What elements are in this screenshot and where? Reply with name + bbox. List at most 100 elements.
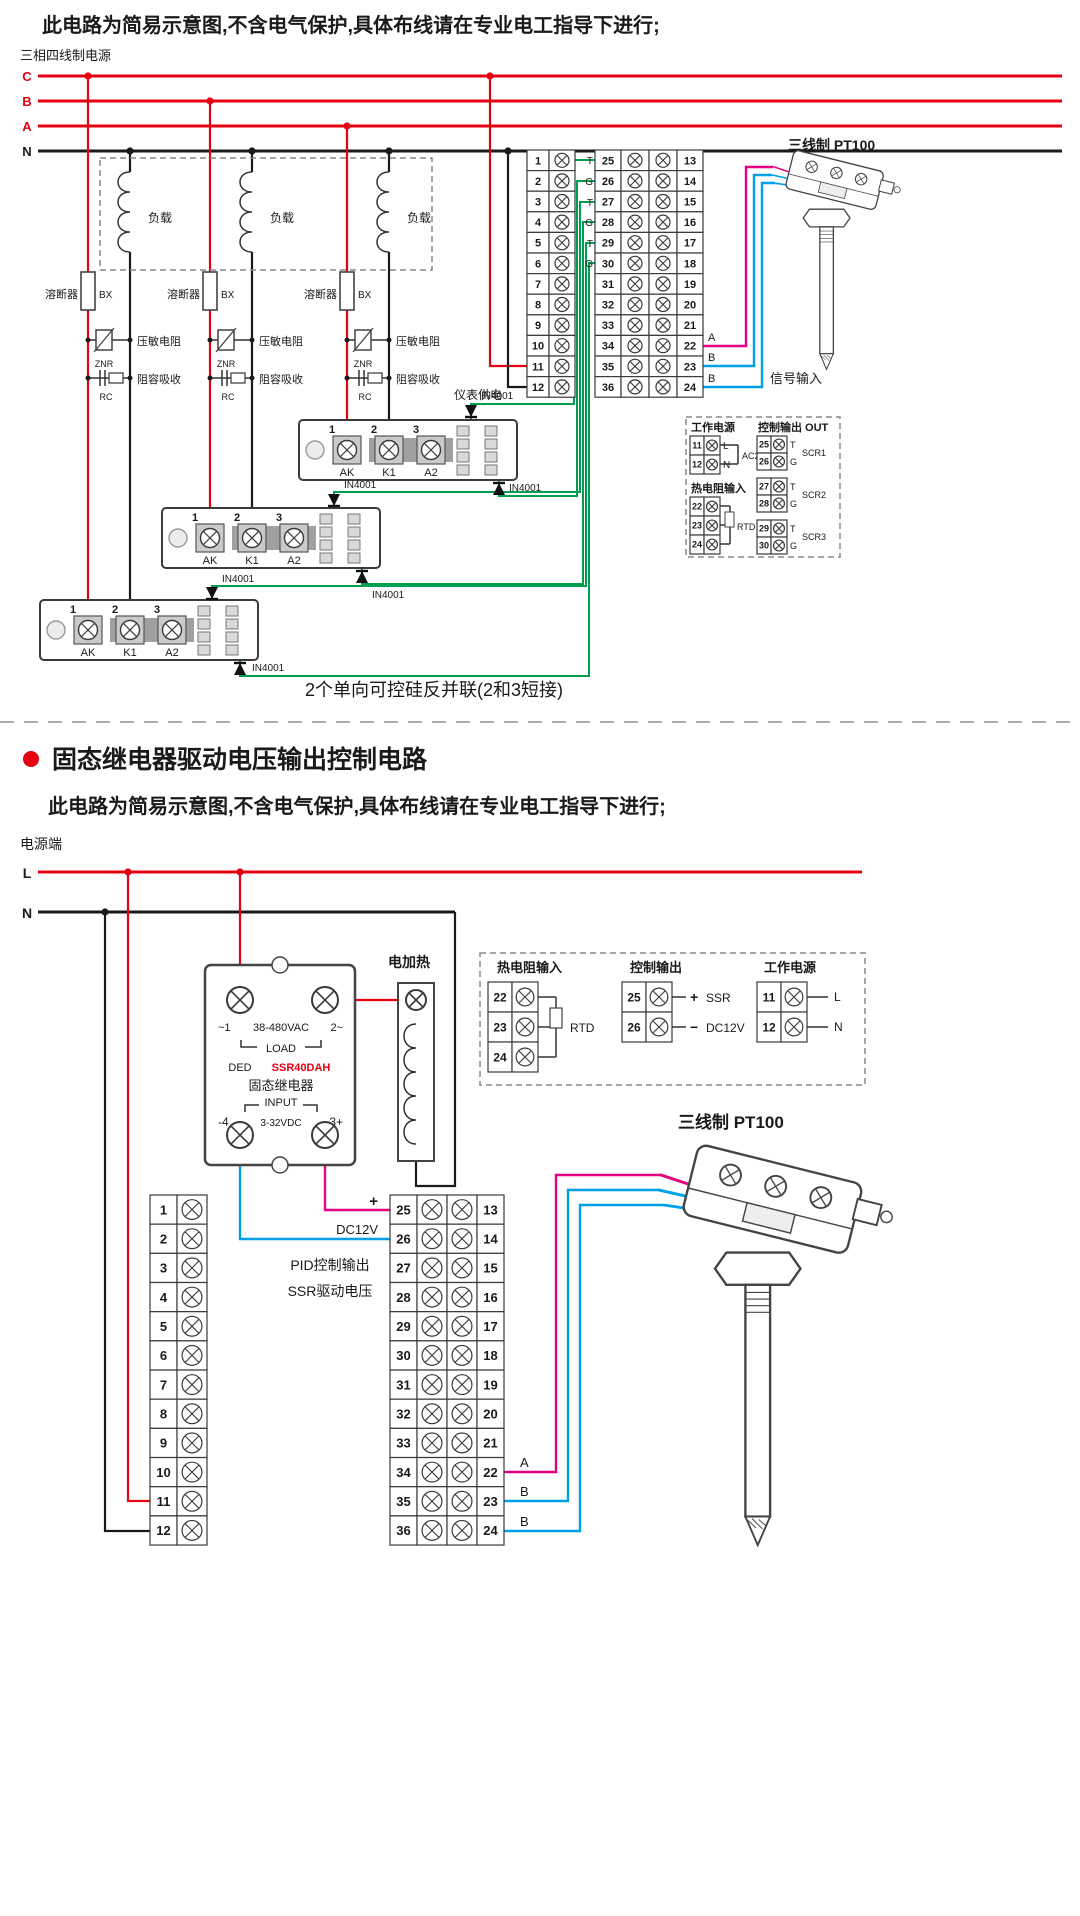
terminal-number: 28: [602, 217, 614, 229]
terminal-cell: [476, 1486, 505, 1517]
junction-dot: [236, 868, 244, 876]
junction-dot: [385, 147, 393, 155]
junction-dot: [207, 375, 213, 381]
plus-label: +: [369, 1193, 378, 1210]
heater-to-neutral: [414, 912, 457, 1188]
module-terminal-label: A2: [287, 555, 300, 567]
terminal-cell: [149, 1194, 178, 1225]
module-aux-terminal: [225, 618, 239, 630]
terminal-number: 28: [759, 499, 769, 509]
terminal-cell: [476, 1340, 505, 1371]
phase-c-label: C: [22, 69, 32, 84]
load3-coil: [376, 171, 390, 253]
junction-dot: [207, 337, 213, 343]
junction-dot: [486, 72, 494, 80]
legend1-out-title: 控制输出 OUT: [758, 420, 829, 434]
junction-dot: [127, 375, 133, 381]
terminal-cell: [476, 1398, 505, 1429]
wire-b-label: B: [708, 352, 715, 364]
module-aux-terminal: [456, 425, 470, 437]
mounting-hole-icon: [305, 440, 325, 460]
terminal-number: 11: [157, 1494, 171, 1509]
legend-box-2: [479, 952, 866, 1086]
terminal-cell: [621, 1011, 647, 1043]
diode-in4001-icon: [206, 587, 218, 601]
terminal-cell: [476, 1223, 505, 1254]
terminal-number: 21: [483, 1436, 497, 1451]
terminal-number: 16: [483, 1290, 497, 1305]
live-to-terminal11: [126, 872, 150, 1503]
terminal-number: 8: [535, 299, 541, 311]
terminal-cell: [149, 1456, 178, 1488]
fuse3-code: BX: [358, 290, 372, 301]
signal-wire-a: [703, 165, 773, 348]
module-terminal-label: K1: [123, 647, 136, 659]
ssr-control-voltage: 3-32VDC: [260, 1118, 301, 1129]
rc1-label: 阻容吸收: [137, 372, 181, 386]
terminal-cell: [476, 1515, 505, 1546]
module-aux-terminal: [197, 644, 211, 656]
junction-dot: [126, 147, 134, 155]
varistor2-code: ZNR: [217, 359, 236, 369]
ssr-module: [203, 956, 357, 1174]
neutral-label: N: [22, 144, 31, 159]
section-bullet-icon: [23, 751, 39, 767]
dc12v-label: DC12V: [336, 1222, 378, 1237]
legend1-g: G: [790, 457, 797, 467]
rc1-capacitor: [99, 370, 106, 386]
terminal-number: 4: [160, 1290, 168, 1305]
signal-wire-b1: [703, 173, 772, 368]
junction-dot: [101, 908, 109, 916]
module-aux-terminal: [225, 631, 239, 643]
terminal-number: 14: [483, 1231, 498, 1246]
terminal-number: 10: [532, 341, 544, 353]
ssr-terminal4-label: -4: [218, 1115, 229, 1129]
terminal-number: 20: [483, 1406, 497, 1421]
terminal-number: 20: [684, 299, 696, 311]
junction-dot: [85, 375, 91, 381]
terminal-number: 34: [602, 341, 615, 353]
terminal-number: 35: [602, 361, 614, 373]
terminal-number: 30: [759, 541, 769, 551]
module-aux-terminal: [484, 464, 498, 476]
big-screw-icon: [311, 1121, 339, 1149]
legend2-rtd-title: 热电阻输入: [497, 960, 562, 975]
module-terminal-label: AK: [340, 467, 355, 479]
terminal-number: 27: [396, 1261, 410, 1276]
terminal-cell: [389, 1194, 418, 1225]
wire2-a-label: A: [520, 1455, 529, 1470]
diode-label: IN4001: [344, 480, 377, 491]
terminal-number: 13: [483, 1202, 497, 1217]
legend1-t: T: [790, 440, 796, 450]
varistor1-code: ZNR: [95, 359, 114, 369]
diode-label: IN4001: [222, 574, 255, 585]
ssr-terminal2-label: 2~: [330, 1022, 343, 1034]
ssr-model-label: SSR40DAH: [272, 1062, 331, 1074]
legend1-g: G: [790, 541, 797, 551]
terminal-number: 33: [396, 1436, 410, 1451]
terminal-cell: [756, 981, 782, 1013]
terminal-number: 27: [759, 482, 769, 492]
legend1-scr3: SCR3: [802, 532, 826, 542]
rc2-label: 阻容吸收: [259, 372, 303, 386]
footer-note: 2个单向可控硅反并联(2和3短接): [305, 680, 563, 700]
terminal-number: 9: [160, 1436, 167, 1451]
terminal-number: 23: [493, 1020, 507, 1034]
rc1-code: RC: [100, 392, 113, 402]
module-aux-terminal: [319, 513, 333, 525]
legend2-dc12v: DC12V: [706, 1021, 745, 1035]
module-aux-terminal: [347, 552, 361, 564]
fuse2-label: 溶断器: [167, 287, 200, 301]
heater-label: 电加热: [388, 954, 430, 970]
signal2-wire-a: [504, 1173, 660, 1474]
terminal-number: 12: [156, 1523, 170, 1538]
terminal-number: 36: [396, 1523, 410, 1538]
module-aux-terminal: [319, 539, 333, 551]
terminal-number: 31: [602, 279, 614, 291]
terminal-number: 23: [483, 1494, 497, 1509]
terminal-number: 17: [684, 238, 696, 250]
